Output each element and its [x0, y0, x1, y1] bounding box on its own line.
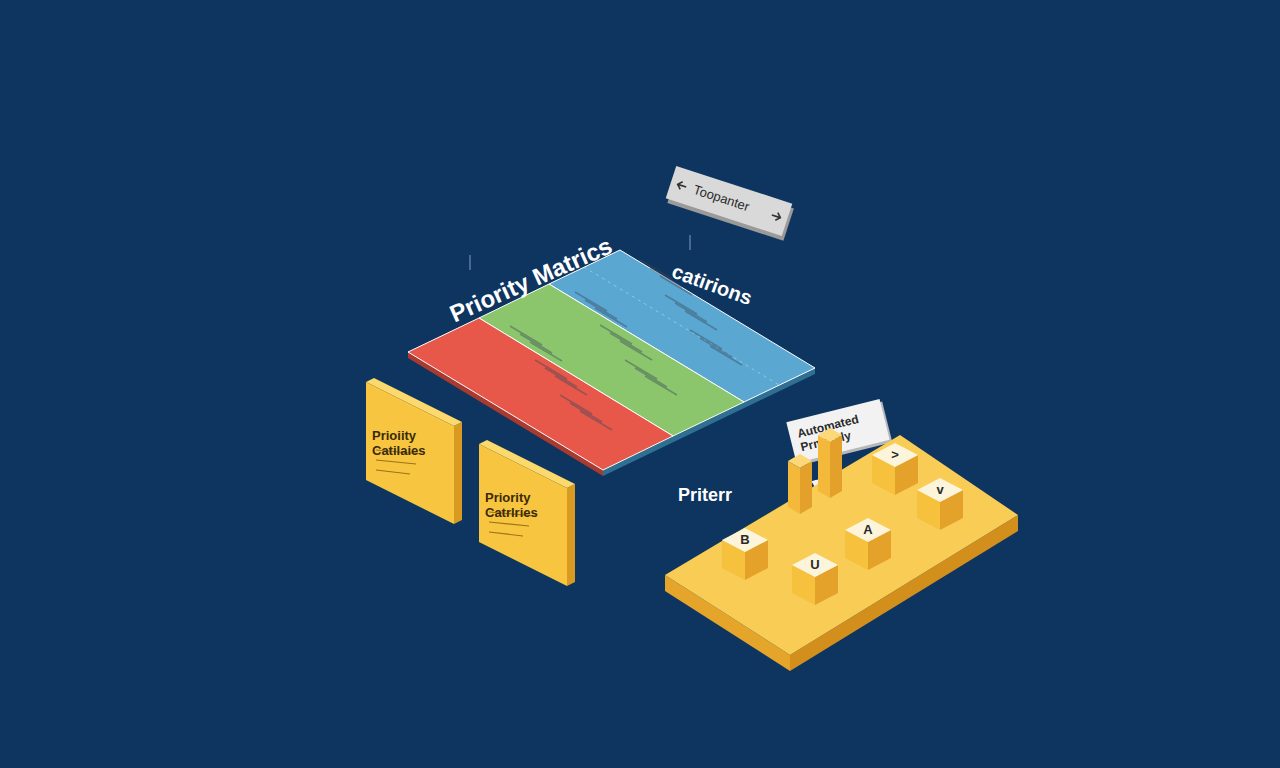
text-line	[530, 342, 562, 361]
key-cube: A	[843, 516, 893, 572]
text-line	[545, 368, 577, 387]
pillar-top	[818, 428, 842, 442]
pillar-side	[800, 461, 812, 514]
node-text: v	[915, 482, 965, 498]
text-line	[560, 395, 592, 414]
key-cube: B	[720, 526, 770, 582]
platform-top	[665, 435, 1018, 655]
text-line	[645, 376, 677, 395]
key-cube: U	[790, 551, 840, 607]
text-line	[575, 292, 607, 311]
card-text-line	[489, 532, 523, 536]
priority-card: Priority Catrlries	[475, 440, 575, 590]
text-line	[555, 376, 587, 395]
text-line	[625, 360, 657, 379]
node-text: >	[870, 447, 920, 463]
key-platform: PriterrB U A > v	[660, 425, 1025, 677]
pillar-side	[818, 435, 830, 498]
card-face	[479, 444, 567, 586]
node-text: B	[720, 532, 770, 548]
text-line	[640, 260, 672, 279]
card-text-line	[489, 522, 529, 526]
tag-box: Toopanter	[666, 166, 793, 236]
card-text-line	[376, 470, 410, 474]
text-line	[585, 300, 617, 319]
key-cube: >	[870, 441, 920, 497]
text-line	[675, 303, 707, 322]
text-line	[610, 333, 642, 352]
card-text-line	[376, 460, 416, 464]
node-text: Prioiity Catilaies	[372, 428, 448, 458]
text-line	[700, 338, 732, 357]
card-side	[567, 484, 575, 586]
priority-card: Prioiity Catilaies	[362, 378, 462, 528]
node-text: Priterr	[678, 485, 732, 506]
pillar-side	[830, 435, 842, 498]
text-line	[635, 368, 667, 387]
key-cube: v	[915, 476, 965, 532]
platform-shape	[660, 425, 1025, 677]
text-line	[535, 360, 567, 379]
node-text: A	[843, 522, 893, 538]
text-line	[665, 295, 697, 314]
card-side	[454, 422, 462, 524]
node-text: Priority Catrlries	[485, 490, 561, 520]
text-line	[690, 330, 722, 349]
tick	[470, 255, 471, 270]
pillar-side	[788, 461, 800, 514]
text-line	[620, 341, 652, 360]
text-line	[510, 326, 542, 345]
node-text: U	[790, 557, 840, 573]
text-line	[710, 346, 742, 365]
arrow-left	[676, 181, 687, 191]
text-line	[580, 411, 612, 430]
node-text: Toopanter	[692, 182, 752, 214]
text-line	[685, 311, 717, 330]
text-line	[600, 325, 632, 344]
tick	[690, 235, 691, 250]
text-line	[595, 308, 627, 327]
arrow-right	[771, 211, 782, 221]
card-face	[366, 382, 454, 524]
text-line	[520, 334, 552, 353]
text-line	[570, 403, 602, 422]
pillar-top	[788, 454, 812, 468]
